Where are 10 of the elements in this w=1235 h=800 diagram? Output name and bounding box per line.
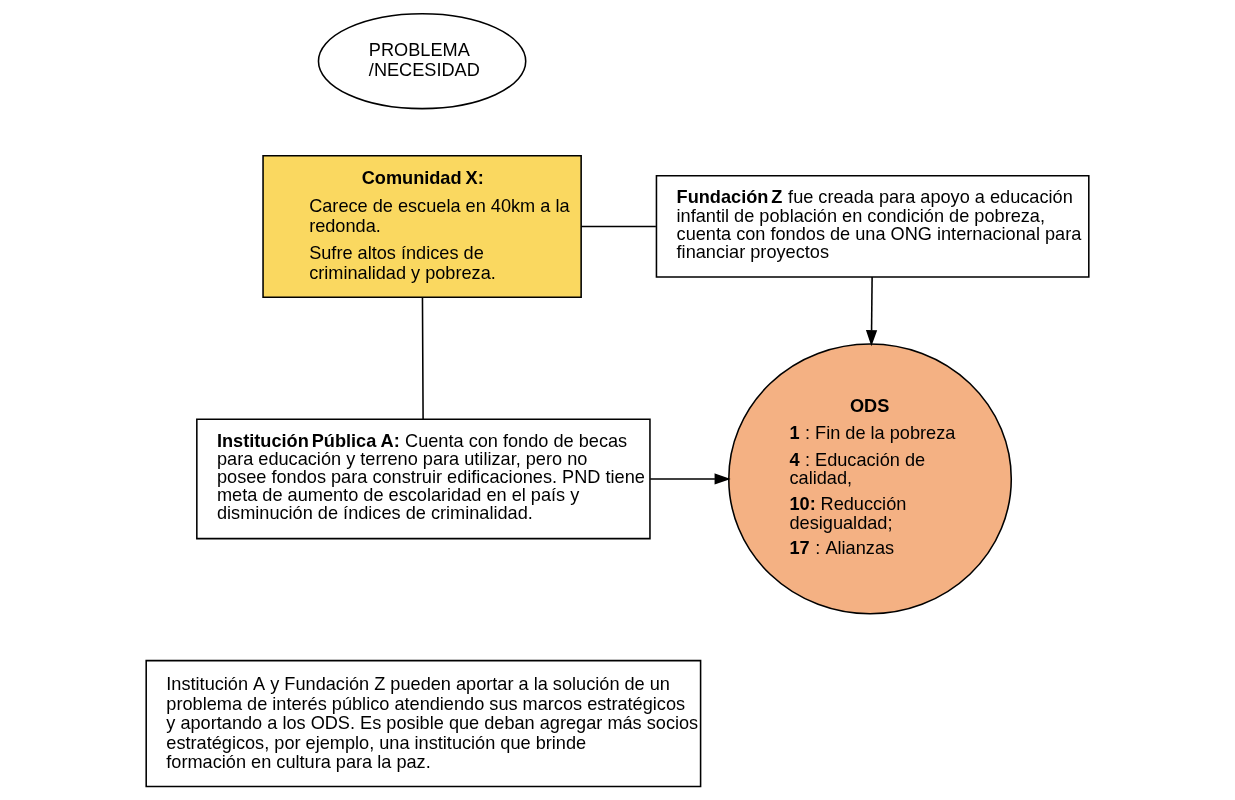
arrow bbox=[865, 276, 878, 347]
connector bbox=[421, 296, 424, 420]
node-box: Comunidad X: Carece de escuela en 40km a la redonda. Sufre altos índices de criminalidad y pobreza. bbox=[262, 154, 582, 298]
node-box: Fundación Z fue creada para apoyo a educación infantil de población en condición de pobreza, cuenta con fondos de una ONG internacional para financiar proyectos bbox=[655, 175, 1090, 278]
arrow bbox=[649, 473, 731, 485]
connector bbox=[580, 225, 657, 228]
node-circle: ODS 1: Fin de la pobreza 4: Educación de calidad, 10: Reducción desigualdad; 17: Alianzas bbox=[728, 343, 1013, 615]
node-ellipse: PROBLEMA /NECESIDAD bbox=[317, 13, 527, 110]
node-box: Institución A y Fundación Z pueden aportar a la solución de un problema de interés público atendiendo sus marcos estratégicos y aportando a los ODS. Es posible que deban agregar más socios estratégicos, por ejemplo, una institución que brinde formación en cultura para la paz. bbox=[145, 659, 702, 788]
node-box: Institución Pública A: Cuenta con fondo de becas para educación y terreno para utilizar, pero no posee fondos para construir edificaciones. PND tiene meta de aumento de escolaridad en el país y disminución de índices de criminalidad. bbox=[196, 418, 651, 540]
